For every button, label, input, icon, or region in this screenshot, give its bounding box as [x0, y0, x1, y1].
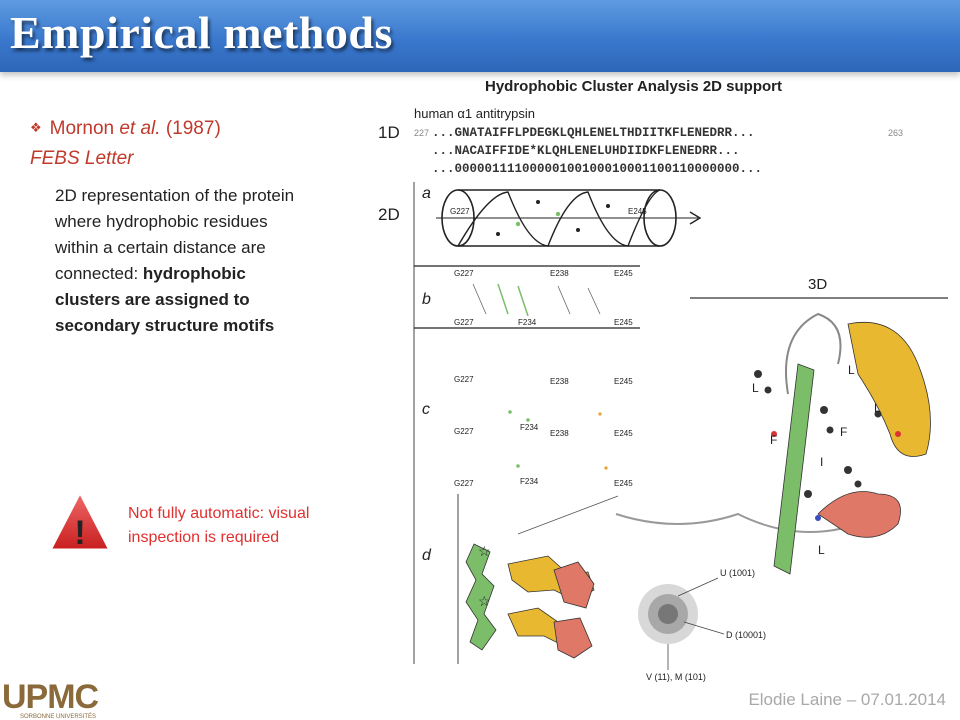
- description-plain: 2D representation of the protein where h…: [55, 186, 295, 283]
- upmc-logo: UPMC SORBONNE UNIVERSITÉS: [2, 678, 100, 720]
- warning-symbol: !: [74, 514, 85, 552]
- model-label-l-2: L: [848, 363, 855, 377]
- net-c-g227-3: G227: [454, 479, 474, 488]
- model-label-i-1: I: [820, 455, 823, 469]
- model-helix-red: [817, 491, 901, 538]
- net-c-e238-1: E238: [550, 377, 569, 386]
- helix-cylinder: [436, 189, 702, 247]
- net-b-e245-top: E245: [614, 269, 633, 278]
- net-c-g227-2: G227: [454, 427, 474, 436]
- model-strand: [773, 363, 815, 575]
- net-c-f234-1: F234: [520, 423, 539, 432]
- model-label-l-3: L: [874, 401, 881, 415]
- code-label-vm: V (11), M (101): [646, 672, 706, 682]
- panel-label-c: c: [422, 401, 430, 418]
- net-c-g227-1: G227: [454, 375, 474, 384]
- net-c-f234-2: F234: [520, 477, 539, 486]
- model-label-f-1: F: [770, 433, 777, 447]
- net-b-f234: F234: [518, 318, 537, 327]
- footer-author: Elodie Laine – 07.01.2014: [748, 690, 946, 709]
- warning-text: Not fully automatic: visual inspection i…: [128, 505, 310, 546]
- row-label-1d: 1D: [378, 123, 400, 142]
- warning-icon: !: [48, 490, 112, 552]
- net-b-e238: E238: [550, 269, 569, 278]
- net-c-e238-2: E238: [550, 429, 569, 438]
- strand-shape: [465, 543, 497, 651]
- panel-label-d: d: [422, 547, 432, 564]
- sequence-line-1: ...GNATAIFFLPDEGKLQHLENELTHDIITKFLENEDRR…: [432, 126, 755, 140]
- description: 2D representation of the protein where h…: [55, 183, 295, 339]
- net-b-e245-bottom: E245: [614, 318, 633, 327]
- row-label-3d: 3D: [808, 276, 827, 293]
- panel-label-b: b: [422, 291, 431, 308]
- description-bold: hydrophobic clusters are assigned to sec…: [55, 264, 275, 335]
- seq-end: 263: [888, 128, 903, 138]
- star-icon: ☆: [478, 543, 491, 559]
- reference-year: (1987): [165, 118, 221, 139]
- hca-figure: 1D human α1 antitrypsin 227 263 ...GNATA…: [378, 106, 948, 682]
- sequence-line-2: ...NACAIFFIDE*KLQHLENELUHDIIDKFLENEDRR..…: [432, 144, 740, 158]
- reference-authors: Mornon: [49, 118, 115, 139]
- figure-caption: Hydrophobic Cluster Analysis 2D support: [485, 78, 782, 95]
- model-helix: [847, 322, 931, 457]
- code-label-d: D (10001): [726, 630, 766, 640]
- code-label-u: U (1001): [720, 568, 755, 578]
- reference: ❖ Mornon et al. (1987) FEBS Letter: [30, 113, 221, 174]
- panel-label-a: a: [422, 185, 431, 202]
- title-bar: Empirical methods: [0, 0, 960, 72]
- sequence-line-3: ...0000011110000010010001000110011000000…: [432, 162, 762, 176]
- residue-label-g227: G227: [450, 207, 470, 216]
- reference-journal: FEBS Letter: [30, 148, 134, 169]
- model-label-l-1: L: [752, 381, 759, 395]
- net-b-g227-top: G227: [454, 269, 474, 278]
- seq-start: 227: [414, 128, 429, 138]
- net-c-e245-2: E245: [614, 429, 633, 438]
- row-label-2d: 2D: [378, 205, 400, 224]
- residue-label-e245: E245: [628, 207, 647, 216]
- reference-etal: et al.: [119, 118, 161, 139]
- model-label-f-2: F: [840, 425, 847, 439]
- diamond-bullet-icon: ❖: [30, 120, 42, 135]
- logo-text: UPMC: [2, 678, 99, 716]
- star-icon-2: ☆: [478, 593, 491, 609]
- reference-line: ❖ Mornon et al. (1987): [30, 113, 221, 144]
- net-c-e245-1: E245: [614, 377, 633, 386]
- net-b-g227-bottom: G227: [454, 318, 474, 327]
- logo-subtext: SORBONNE UNIVERSITÉS: [20, 713, 96, 720]
- protein-name: human α1 antitrypsin: [414, 106, 535, 121]
- model-label-l-4: L: [818, 543, 825, 557]
- net-c-e245-3: E245: [614, 479, 633, 488]
- slide-title: Empirical methods: [10, 7, 393, 58]
